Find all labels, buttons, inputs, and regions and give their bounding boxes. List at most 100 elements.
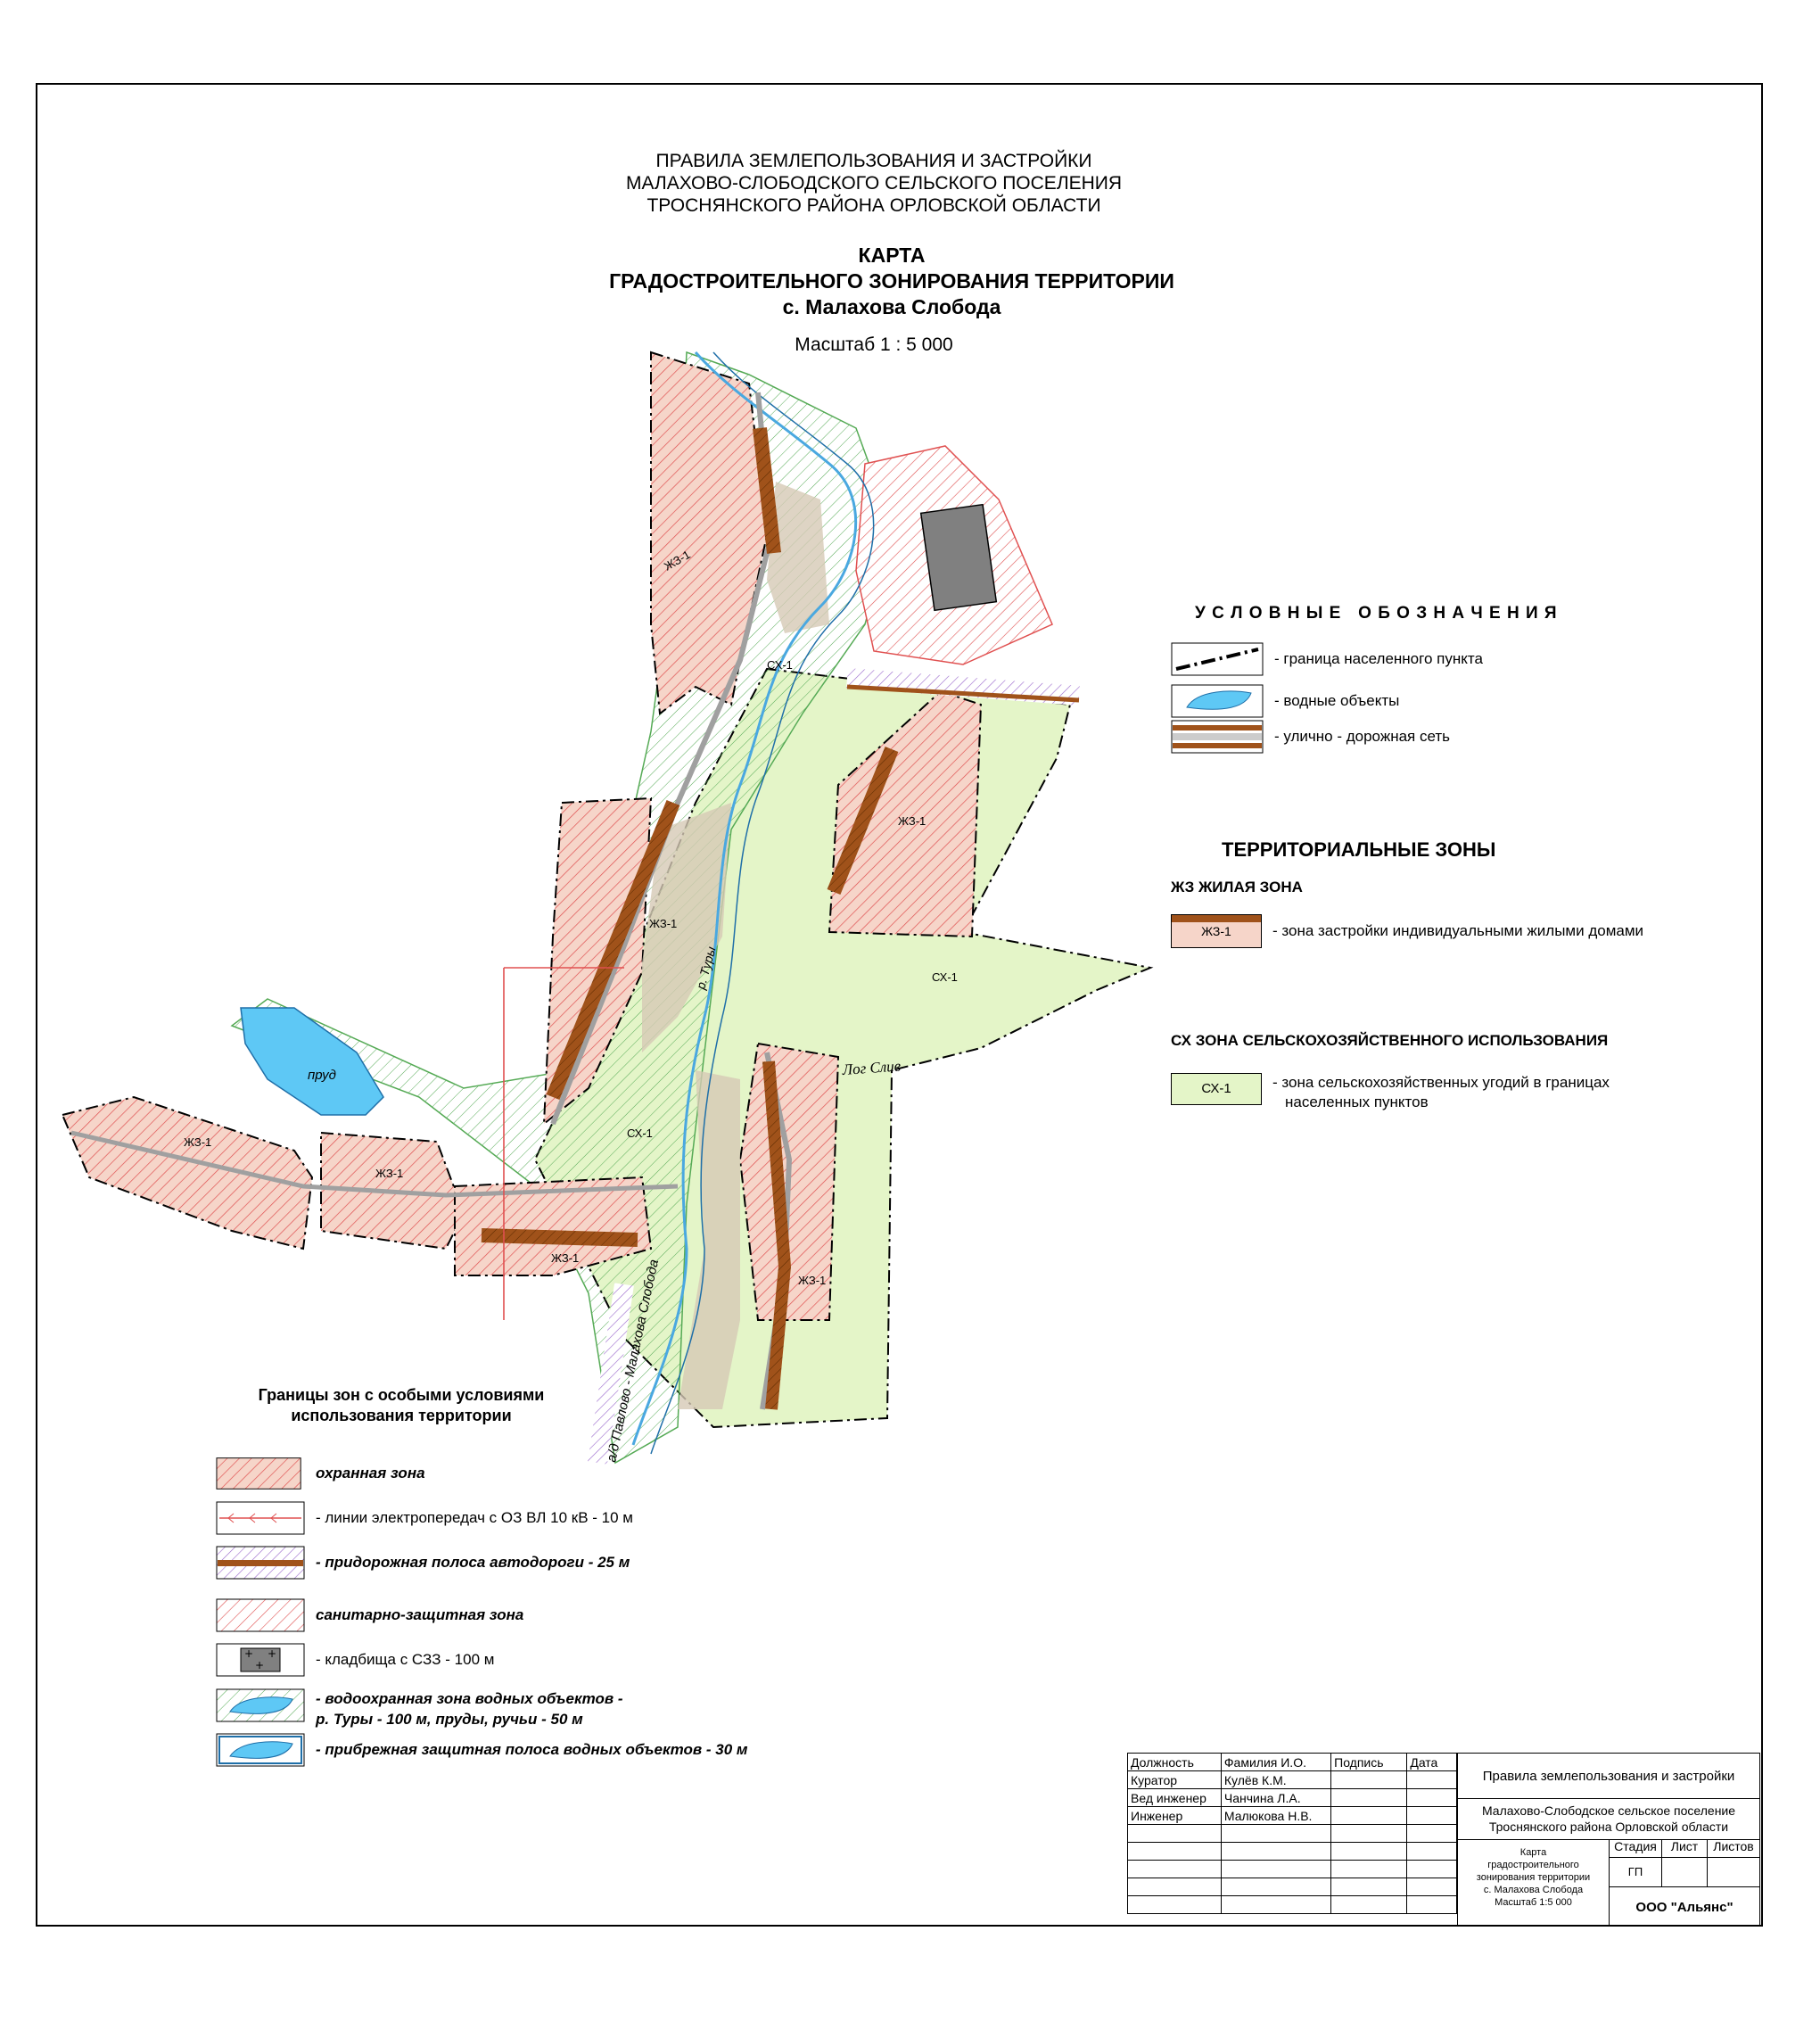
stamp-company: ООО "Альянс": [1635, 1899, 1734, 1915]
legend-item-residential: ЖЗ-1 - зона застройки индивидуальными жи…: [1171, 914, 1643, 948]
stamp-stage-area: Стадия Лист Листов ГП ООО "Альянс": [1610, 1839, 1759, 1926]
title-line: КАРТА: [858, 243, 926, 267]
header-lines: ПРАВИЛА ЗЕМЛЕПОЛЬЗОВАНИЯ И ЗАСТРОЙКИ МАЛ…: [535, 150, 1213, 217]
agricultural-label-line: - зона сельскохозяйственных угодий в гра…: [1272, 1074, 1610, 1091]
sanitary-symbol: [216, 1598, 305, 1632]
special-title-line: использования территории: [291, 1407, 512, 1424]
map-label-zh: ЖЗ-1: [649, 917, 677, 930]
road-band-2: [546, 799, 680, 1101]
stamp-person: Кулёв К.М.: [1220, 1770, 1332, 1789]
stamp-sheet-line: зонирования территории: [1476, 1872, 1591, 1883]
legend-label: - водоохранная зона водных объектов - р.…: [316, 1690, 623, 1728]
residential-zone-south: [678, 1070, 740, 1409]
residential-symbol: ЖЗ-1: [1171, 914, 1262, 948]
stamp-settlement-line: Троснянского района Орловской области: [1488, 1820, 1729, 1834]
map-label-zh: ЖЗ-1: [184, 1135, 211, 1149]
agricultural-label-line: населенных пунктов: [1285, 1094, 1429, 1110]
roadside-strip-south: [588, 1283, 634, 1465]
stamp-role: Куратор: [1127, 1770, 1222, 1789]
svg-text:+: +: [244, 1647, 253, 1660]
agricultural-heading: СХ ЗОНА СЕЛЬСКОХОЗЯЙСТВЕННОГО ИСПОЛЬЗОВА…: [1171, 1032, 1609, 1049]
road-band-1: [753, 427, 781, 554]
stamp-sheet-line: градостроительного: [1487, 1860, 1579, 1870]
roadside-strip-east: [846, 668, 1080, 706]
svg-text:+: +: [268, 1647, 276, 1660]
stamp-header: Дата: [1406, 1753, 1457, 1771]
stamp-sheet-label: Лист: [1662, 1839, 1708, 1857]
stamp-header: Должность: [1127, 1753, 1222, 1771]
title-line: ГРАДОСТРОИТЕЛЬНОГО ЗОНИРОВАНИЯ ТЕРРИТОРИ…: [609, 269, 1174, 293]
stamp-header: Фамилия И.О.: [1220, 1753, 1332, 1771]
svg-text:+: +: [255, 1659, 264, 1671]
map-label-zh: ЖЗ-1: [798, 1274, 826, 1287]
boundary-symbol: [1171, 642, 1264, 676]
stamp-stage: ГП: [1610, 1858, 1662, 1886]
header-line: ПРАВИЛА ЗЕМЛЕПОЛЬЗОВАНИЯ И ЗАСТРОЙКИ: [655, 151, 1092, 171]
stamp-header: Подпись: [1330, 1753, 1408, 1771]
special-zones-title: Границы зон с особыми условиями использо…: [205, 1385, 597, 1426]
stamp-sheet-line: Масштаб 1:5 000: [1495, 1897, 1572, 1908]
stamp-person: Чанчина Л.А.: [1220, 1788, 1332, 1807]
special-title-line: Границы зон с особыми условиями: [258, 1386, 545, 1404]
stamp-sheet-line: с. Малахова Слобода: [1483, 1885, 1584, 1895]
legend-item-water: - водные объекты: [1171, 684, 1399, 718]
legend-label: - водные объекты: [1274, 692, 1400, 709]
stamp-person: Малюкова Н.В.: [1220, 1806, 1332, 1825]
legend-title: У С Л О В Н Ы Е О Б О З Н А Ч Е Н И Я: [1195, 604, 1558, 623]
title-block: Должность Фамилия И.О. Подпись Дата Кура…: [1127, 1753, 1762, 1927]
legend-item-water-zone: - водоохранная зона водных объектов - р.…: [216, 1688, 623, 1729]
coastal-strip-symbol: [216, 1733, 305, 1767]
page-title: КАРТА ГРАДОСТРОИТЕЛЬНОГО ЗОНИРОВАНИЯ ТЕР…: [499, 243, 1284, 320]
residential-zone-center-2: [642, 803, 731, 1052]
stamp-project: Правила землепользования и застройки: [1458, 1754, 1759, 1799]
legend-label: - улично - дорожная сеть: [1274, 728, 1451, 745]
legend-label: - зона сельскохозяйственных угодий в гра…: [1272, 1073, 1610, 1112]
legend-label: - прибрежная защитная полоса водных объе…: [316, 1741, 748, 1758]
legend-item-roadside: - придорожная полоса автодороги - 25 м: [216, 1546, 630, 1580]
map-scale: Масштаб 1 : 5 000: [795, 334, 953, 355]
stamp-sheet-line: Карта: [1519, 1847, 1547, 1858]
legend-item-coastal: - прибрежная защитная полоса водных объе…: [216, 1733, 747, 1767]
map-label-sx: СХ-1: [932, 970, 958, 984]
powerline-symbol: [216, 1501, 305, 1535]
stamp-role: Вед инженер: [1127, 1788, 1222, 1807]
legend-item-protection: охранная зона: [216, 1457, 425, 1490]
stamp-stage-label: Стадия: [1610, 1839, 1662, 1857]
drawing-frame: [36, 83, 1763, 1927]
legend-item-boundary: - граница населенного пункта: [1171, 642, 1483, 676]
legend-item-street: - улично - дорожная сеть: [1171, 720, 1450, 754]
residential-heading: ЖЗ ЖИЛАЯ ЗОНА: [1171, 879, 1303, 895]
map-label-zh: ЖЗ-1: [551, 1251, 579, 1265]
road-east: [846, 684, 1080, 703]
legend-label: санитарно-защитная зона: [316, 1606, 524, 1623]
legend-label: - граница населенного пункта: [1274, 650, 1483, 667]
map-label-zh: ЖЗ-1: [375, 1167, 403, 1180]
stamp-sheet-title: Карта градостроительного зонирования тер…: [1458, 1839, 1610, 1926]
river: [631, 351, 858, 1446]
stamp-settlement-line: Малахово-Слободское сельское поселение: [1481, 1803, 1736, 1818]
legend-item-cemetery: + + + - кладбища с СЗЗ - 100 м: [216, 1643, 494, 1677]
legend-label: - зона застройки индивидуальными жилыми …: [1272, 922, 1644, 939]
legend-item-sanitary: санитарно-защитная зона: [216, 1598, 523, 1632]
title-line: с. Малахова Слобода: [782, 295, 1001, 318]
legend-label: - линии электропередач с ОЗ ВЛ 10 кВ - 1…: [316, 1509, 633, 1526]
residential-zone-north-inner: [767, 482, 829, 633]
agricultural-symbol: СХ-1: [1171, 1073, 1262, 1105]
header-line: МАЛАХОВО-СЛОБОДСКОГО СЕЛЬСКОГО ПОСЕЛЕНИЯ: [625, 173, 1123, 194]
road-band-5: [481, 1228, 638, 1247]
road-band-3: [827, 746, 899, 895]
legend-item-agricultural: СХ-1 - зона сельскохозяйственных угодий …: [1171, 1073, 1610, 1112]
map-label-sx: СХ-1: [627, 1127, 653, 1140]
residential-code: ЖЗ-1: [1201, 924, 1231, 938]
title-block-info: Правила землепользования и застройки Мал…: [1457, 1753, 1760, 1927]
roadside-symbol: [216, 1546, 305, 1580]
legend-item-powerline: - линии электропередач с ОЗ ВЛ 10 кВ - 1…: [216, 1501, 633, 1535]
pond: [240, 1007, 384, 1116]
map-label-ravine: Лог Слив: [841, 1057, 902, 1078]
residential-zone-east: [828, 689, 983, 938]
power-line: [503, 967, 624, 1320]
street-symbol: [1171, 720, 1264, 754]
header-line: ТРОСНЯНСКОГО РАЙОНА ОРЛОВСКОЙ ОБЛАСТИ: [646, 195, 1101, 216]
zones-title: ТЕРРИТОРИАЛЬНЫЕ ЗОНЫ: [1222, 838, 1496, 861]
cemetery: [919, 503, 998, 612]
